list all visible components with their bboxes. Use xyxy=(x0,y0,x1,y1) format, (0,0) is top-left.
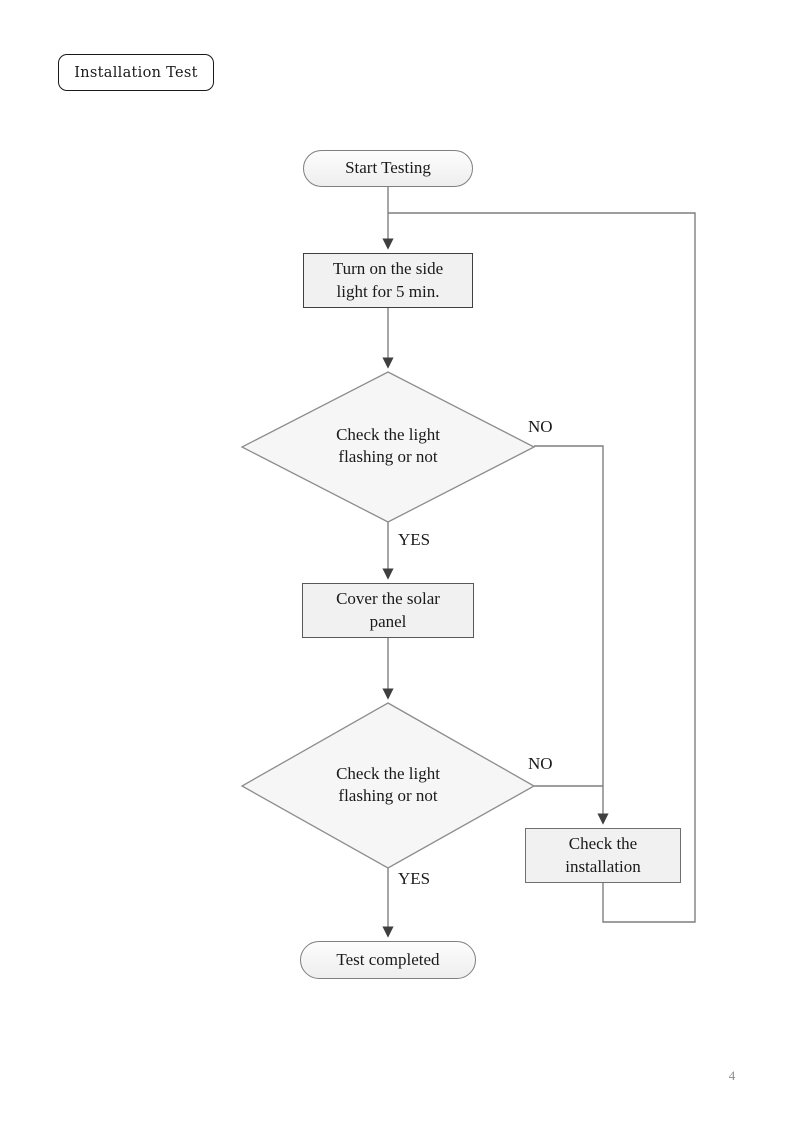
flowchart-node-turn-on-light: Turn on the side light for 5 min. xyxy=(303,253,473,308)
decision-check-light-2-shape xyxy=(240,702,536,869)
flowchart-node-start-testing: Start Testing xyxy=(303,150,473,187)
page-number: 4 xyxy=(728,1068,736,1083)
flowchart-node-cover-solar-panel: Cover the solar panel xyxy=(302,583,474,638)
decision-check-light-1-shape xyxy=(240,371,536,523)
connector-check1-no xyxy=(534,445,609,825)
flowchart-node-test-completed: Test completed xyxy=(300,941,476,979)
header-label-installation-test: Installation Test xyxy=(58,54,214,91)
connector-loop-back xyxy=(388,212,696,923)
flowchart-node-check-installation: Check the installation xyxy=(525,828,681,883)
edge-label-check1-no: NO xyxy=(528,417,553,436)
edge-label-check2-no: NO xyxy=(528,754,553,773)
edge-label-check2-yes: YES xyxy=(398,869,431,888)
edge-label-check1-yes: YES xyxy=(398,530,431,549)
